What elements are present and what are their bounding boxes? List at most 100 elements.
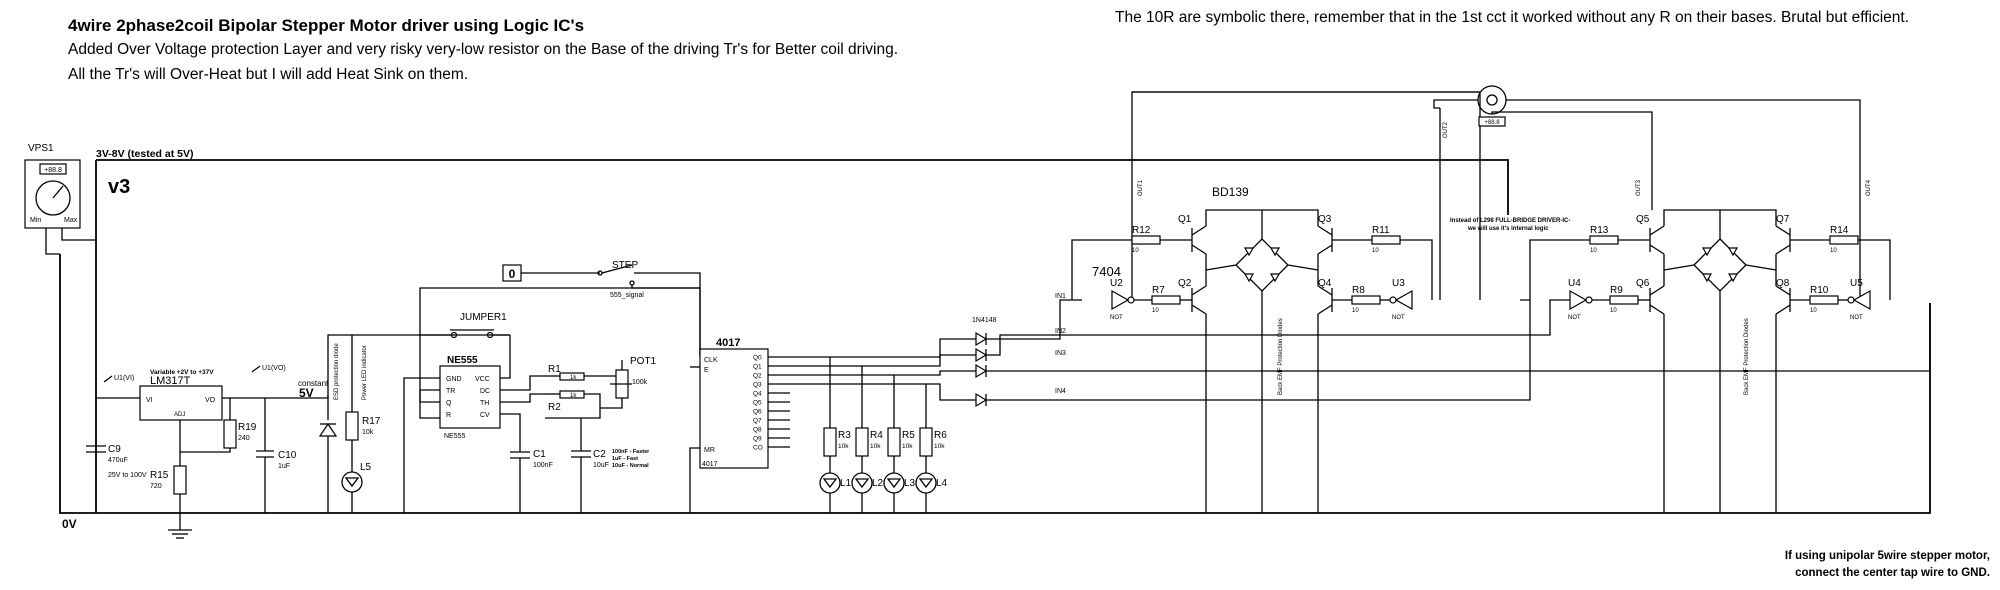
led-2: [851, 472, 873, 494]
counter-output-q5: Q5: [753, 400, 762, 407]
voltage-regulator: LM317T Variable +2V to +37V VI VO ADJ U1…: [96, 365, 286, 513]
resistor-r9: [1609, 295, 1639, 305]
led-resistor-value-4: 10k: [934, 443, 945, 450]
lm317-pin-adj: ADJ: [174, 412, 185, 418]
resistor-value-r7: 10: [1152, 308, 1159, 314]
led-indicator-note: Power LED indicator: [362, 345, 368, 400]
led-resistor-value-1: 10k: [838, 443, 849, 450]
c2-note-faster: 100nF - Faster: [612, 449, 650, 455]
out4-label: OUT4: [1866, 179, 1872, 196]
supply-rail-label: 3V-8V (tested at 5V): [96, 148, 193, 160]
unipolar-note-line-2: connect the center tap wire to GND.: [1795, 567, 1990, 579]
vps-max: Max: [64, 217, 78, 224]
led-resistor-label-1: R3: [838, 430, 851, 441]
counter-sub: 4017: [702, 461, 718, 468]
resistor-label-r10: R10: [1810, 285, 1829, 296]
counter-4017: 4017 4017 CLK E MR Q0Q1Q2Q3Q4Q5Q6Q7Q8Q9C…: [689, 337, 790, 513]
pot-value: 100k: [632, 379, 648, 386]
resistor-label-r11: R11: [1372, 225, 1390, 236]
vps-meter: +88.8: [44, 167, 62, 174]
out2-label: OUT2: [1443, 121, 1449, 138]
led-l5: [341, 471, 363, 493]
vps-label: VPS1: [28, 143, 54, 154]
r15: [173, 465, 187, 495]
c2-note-normal: 10uF - Normal: [612, 463, 649, 469]
input-label-3: IN3: [1055, 350, 1066, 357]
out3-label: OUT3: [1636, 179, 1642, 196]
bemf-diode-bridge: [1693, 238, 1747, 292]
steering-diode-3: [975, 363, 988, 379]
r2-label: R2: [548, 402, 561, 413]
r15-label: R15: [150, 470, 169, 481]
esd-note: ESD protection diode: [334, 343, 340, 400]
resistor-r10: [1809, 295, 1839, 305]
step-state-text: 0: [509, 267, 516, 281]
jumper-1[interactable]: JUMPER1: [420, 312, 510, 339]
step-label: STEP: [612, 260, 638, 271]
resistor-value-r12: 10: [1132, 248, 1139, 254]
led-resistor-2: [855, 427, 869, 457]
bemf-note-left: Back EMF Protection Diodes: [1278, 318, 1284, 395]
resistor-r12: [1131, 235, 1161, 245]
counter-pin-clk: CLK: [704, 357, 718, 364]
ne555-pin-cv: CV: [480, 412, 490, 419]
resistor-label-r12: R12: [1132, 225, 1151, 236]
inverter-type-label: 7404: [1092, 264, 1121, 279]
version-label: v3: [108, 176, 130, 198]
counter-output-q2: Q2: [753, 373, 762, 380]
transistor-type-label: BD139: [1212, 185, 1249, 199]
led-3: [883, 472, 905, 494]
vps-knob: [35, 180, 71, 216]
r19: [223, 419, 237, 449]
ground-rail: 0V: [59, 254, 1931, 539]
ne555-box: [439, 365, 501, 429]
transistor-label-2: Q2: [1178, 278, 1192, 289]
supply-rail: 3V-8V (tested at 5V) v3: [95, 148, 1509, 513]
resistor-value-r11: 10: [1372, 248, 1379, 254]
led-resistor-4: [919, 427, 933, 457]
ne555-pin-q: Q: [446, 400, 452, 407]
c9-value: 470uF: [108, 457, 128, 464]
transistor-label-7: Q7: [1776, 214, 1790, 225]
lm317-note: Variable +2V to +37V: [150, 369, 214, 376]
resistor-value-r13: 10: [1590, 248, 1597, 254]
c10-value: 1uF: [278, 463, 290, 470]
steering-diode-1: [975, 331, 988, 347]
counter-output-q9: Q9: [753, 436, 762, 443]
inverter-u5: [1852, 289, 1871, 311]
counter-pin-e: E: [704, 367, 709, 374]
r17-value: 10k: [362, 429, 374, 436]
led-resistor-3: [887, 427, 901, 457]
transistor-label-6: Q6: [1636, 278, 1650, 289]
ne555-label: NE555: [447, 355, 478, 366]
led-resistor-label-4: R6: [934, 430, 947, 441]
lm317-label: LM317T: [150, 375, 191, 387]
resistor-label-r9: R9: [1610, 285, 1623, 296]
transistor-label-8: Q8: [1776, 278, 1790, 289]
input-label-1: IN1: [1055, 293, 1066, 300]
bemf-note-right: Back EMF Protection Diodes: [1744, 318, 1750, 395]
signal-label: 555_signal: [610, 292, 644, 299]
transistor-label-5: Q5: [1636, 214, 1650, 225]
input-label-4: IN4: [1055, 388, 1066, 395]
transistor-label-1: Q1: [1178, 214, 1192, 225]
l298-note-1: Instead of L298 FULL-BRIDGE DRIVER-IC-: [1450, 218, 1570, 224]
h-bridge-driver: BD139 7404 Instead of L298 FULL-BRIDGE D…: [1071, 185, 1891, 513]
ne555-pin-tr: TR: [446, 388, 455, 395]
unipolar-note-line-1: If using unipolar 5wire stepper motor,: [1784, 550, 1990, 562]
ne555-pin-gnd: GND: [446, 376, 462, 383]
r19-value: 240: [238, 435, 250, 442]
motor-symbol: [1477, 85, 1507, 115]
capacitor-c9: C9 470uF 25V to 100V: [86, 440, 147, 479]
resistor-label-r8: R8: [1352, 285, 1365, 296]
step-probe[interactable]: 0 STEP 555_signal: [502, 260, 701, 356]
counter-output-q4: Q4: [753, 391, 762, 398]
inverter-not-3: NOT: [1568, 315, 1581, 321]
transistor-label-4: Q4: [1318, 278, 1332, 289]
jumper-label: JUMPER1: [460, 312, 507, 323]
inverter-not-2: NOT: [1392, 315, 1405, 321]
inverter-u4: [1569, 289, 1588, 311]
